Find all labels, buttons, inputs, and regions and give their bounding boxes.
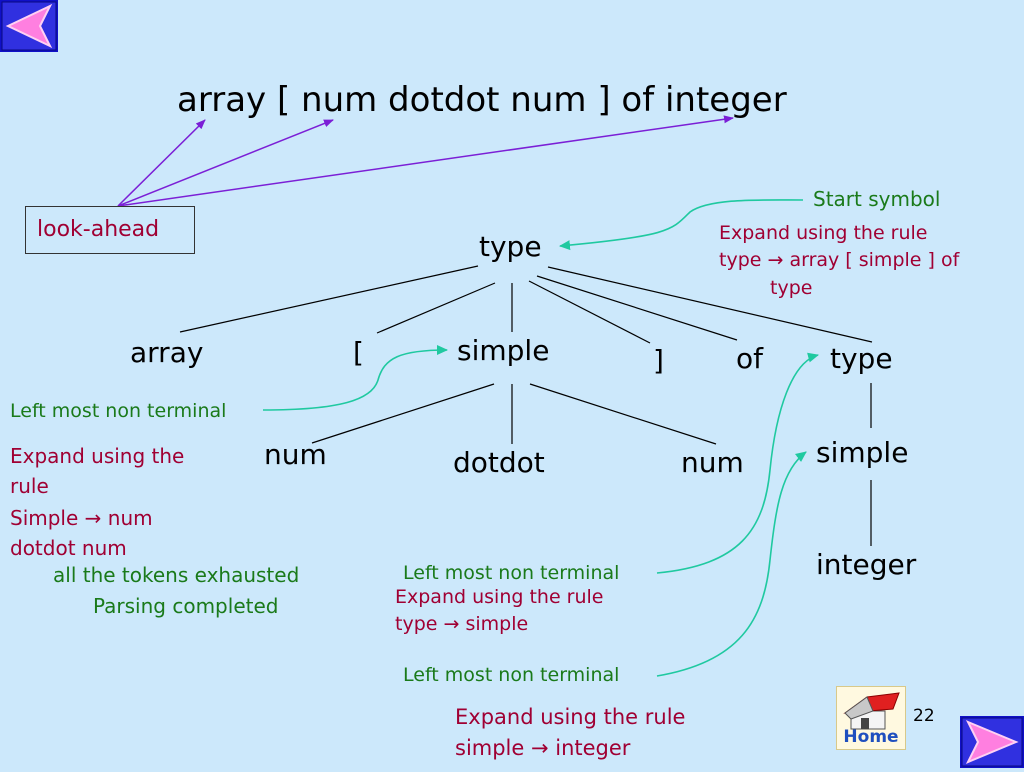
expand-type-note-line2: type → array [ simple ] of (719, 249, 960, 271)
leftmost-note-3: Left most non terminal (403, 664, 620, 686)
tree-node-root-type: type (479, 230, 542, 263)
tree-node-num-1: num (264, 438, 327, 471)
tokens-exhausted-note: all the tokens exhausted (53, 563, 300, 587)
page-number: 22 (913, 706, 935, 726)
home-house-icon (843, 692, 900, 730)
parsing-completed-note: Parsing completed (93, 594, 279, 618)
tree-node-integer: integer (816, 548, 917, 581)
edge-type-lbracket (376, 282, 496, 334)
tree-node-num-2: num (681, 446, 744, 479)
tree-node-rbracket: ] (653, 344, 664, 377)
expand-simple-note-line1: Expand using the (10, 444, 185, 468)
expand-type-note-line3: type (770, 277, 813, 299)
edge-type-of (536, 275, 738, 341)
expand-simple-note-line3: Simple → num (10, 506, 153, 530)
expand-type-simple-line1: Expand using the rule (395, 586, 604, 608)
edge-type-rbracket (528, 280, 651, 344)
home-label: Home (843, 727, 899, 747)
expand-type-simple-line2: type → simple (395, 613, 529, 635)
expand-simple-note-line2: rule (10, 474, 49, 498)
tree-node-lbracket: [ (353, 336, 364, 369)
start-symbol-note: Start symbol (813, 187, 941, 211)
leftmost-note-2: Left most non terminal (403, 562, 620, 584)
lookahead-arrow-num (117, 119, 334, 207)
look-ahead-box: look-ahead (25, 206, 195, 254)
pointer-leftmost-3 (656, 451, 807, 677)
forward-arrow-icon (960, 716, 1024, 768)
back-arrow-icon (0, 0, 58, 52)
tree-node-simple-right: simple (816, 436, 909, 469)
input-token-string: array [ num dotdot num ] of integer (177, 80, 787, 120)
expand-integer-line2: simple → integer (455, 736, 631, 760)
lookahead-arrow-array (117, 119, 206, 207)
look-ahead-label: look-ahead (37, 217, 160, 242)
tree-node-array: array (130, 336, 204, 369)
edge-type-array (179, 265, 479, 333)
lookahead-arrows (117, 115, 734, 207)
forward-button[interactable] (960, 716, 1024, 768)
pointer-arrows (262, 199, 819, 677)
pointer-start-symbol (559, 199, 804, 251)
pointer-leftmost-1 (262, 345, 448, 411)
tree-node-simple: simple (457, 334, 550, 367)
pointer-leftmost-2 (656, 352, 819, 574)
lookahead-arrow-integer (117, 115, 734, 207)
edge-simple-num1 (311, 383, 495, 444)
tree-edges (179, 265, 873, 546)
tree-node-of: of (736, 342, 763, 375)
back-button[interactable] (0, 0, 58, 52)
edge-simple-num2 (529, 383, 717, 445)
expand-simple-note-line4: dotdot num (10, 536, 127, 560)
tree-node-dotdot: dotdot (453, 446, 545, 479)
home-button[interactable]: Home (836, 686, 906, 750)
expand-type-note-line1: Expand using the rule (719, 222, 928, 244)
leftmost-note-1: Left most non terminal (10, 400, 227, 422)
tree-node-type-right: type (830, 342, 893, 375)
expand-integer-line1: Expand using the rule (455, 705, 686, 729)
edge-type-type (547, 266, 873, 343)
